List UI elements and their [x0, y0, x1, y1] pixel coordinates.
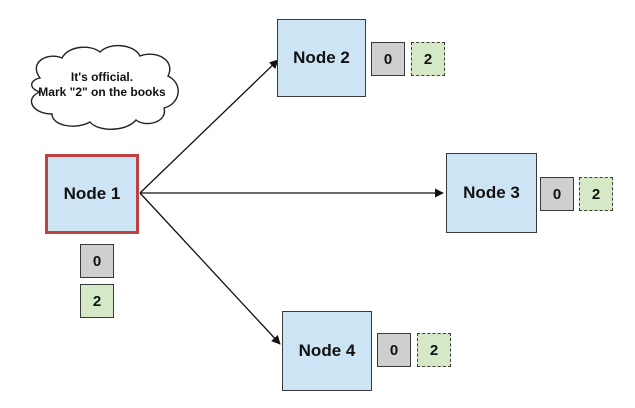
cloud-line-1: It's official. [70, 70, 134, 84]
node-3-label: Node 3 [463, 183, 520, 202]
node-1-log-entry-0: 0 [80, 244, 114, 278]
node-4-log-entry-0: 0 [377, 333, 411, 367]
node-2-log-entry-1: 2 [411, 42, 445, 76]
node-4: Node 4 [282, 311, 372, 391]
edge-node1-node4 [139, 192, 281, 345]
edge-node1-node2 [139, 59, 279, 194]
node-3-log-entry-0: 0 [540, 177, 574, 211]
node-1-label: Node 1 [63, 184, 121, 203]
node-1-log-entry-1: 2 [80, 284, 114, 318]
cloud-message: It's official. Mark "2" on the books [26, 70, 178, 100]
thought-cloud [30, 45, 179, 130]
cloud-line-2: Mark "2" on the books [38, 85, 166, 99]
node-2-label: Node 2 [293, 48, 350, 67]
node-2-log-entry-0: 0 [371, 42, 405, 76]
node-4-label: Node 4 [298, 341, 356, 360]
node-3: Node 3 [446, 153, 537, 233]
node-2: Node 2 [277, 19, 366, 97]
node-4-log-entry-1: 2 [417, 333, 451, 367]
node-3-log-entry-1: 2 [579, 177, 613, 211]
node-1: Node 1 [45, 154, 139, 234]
